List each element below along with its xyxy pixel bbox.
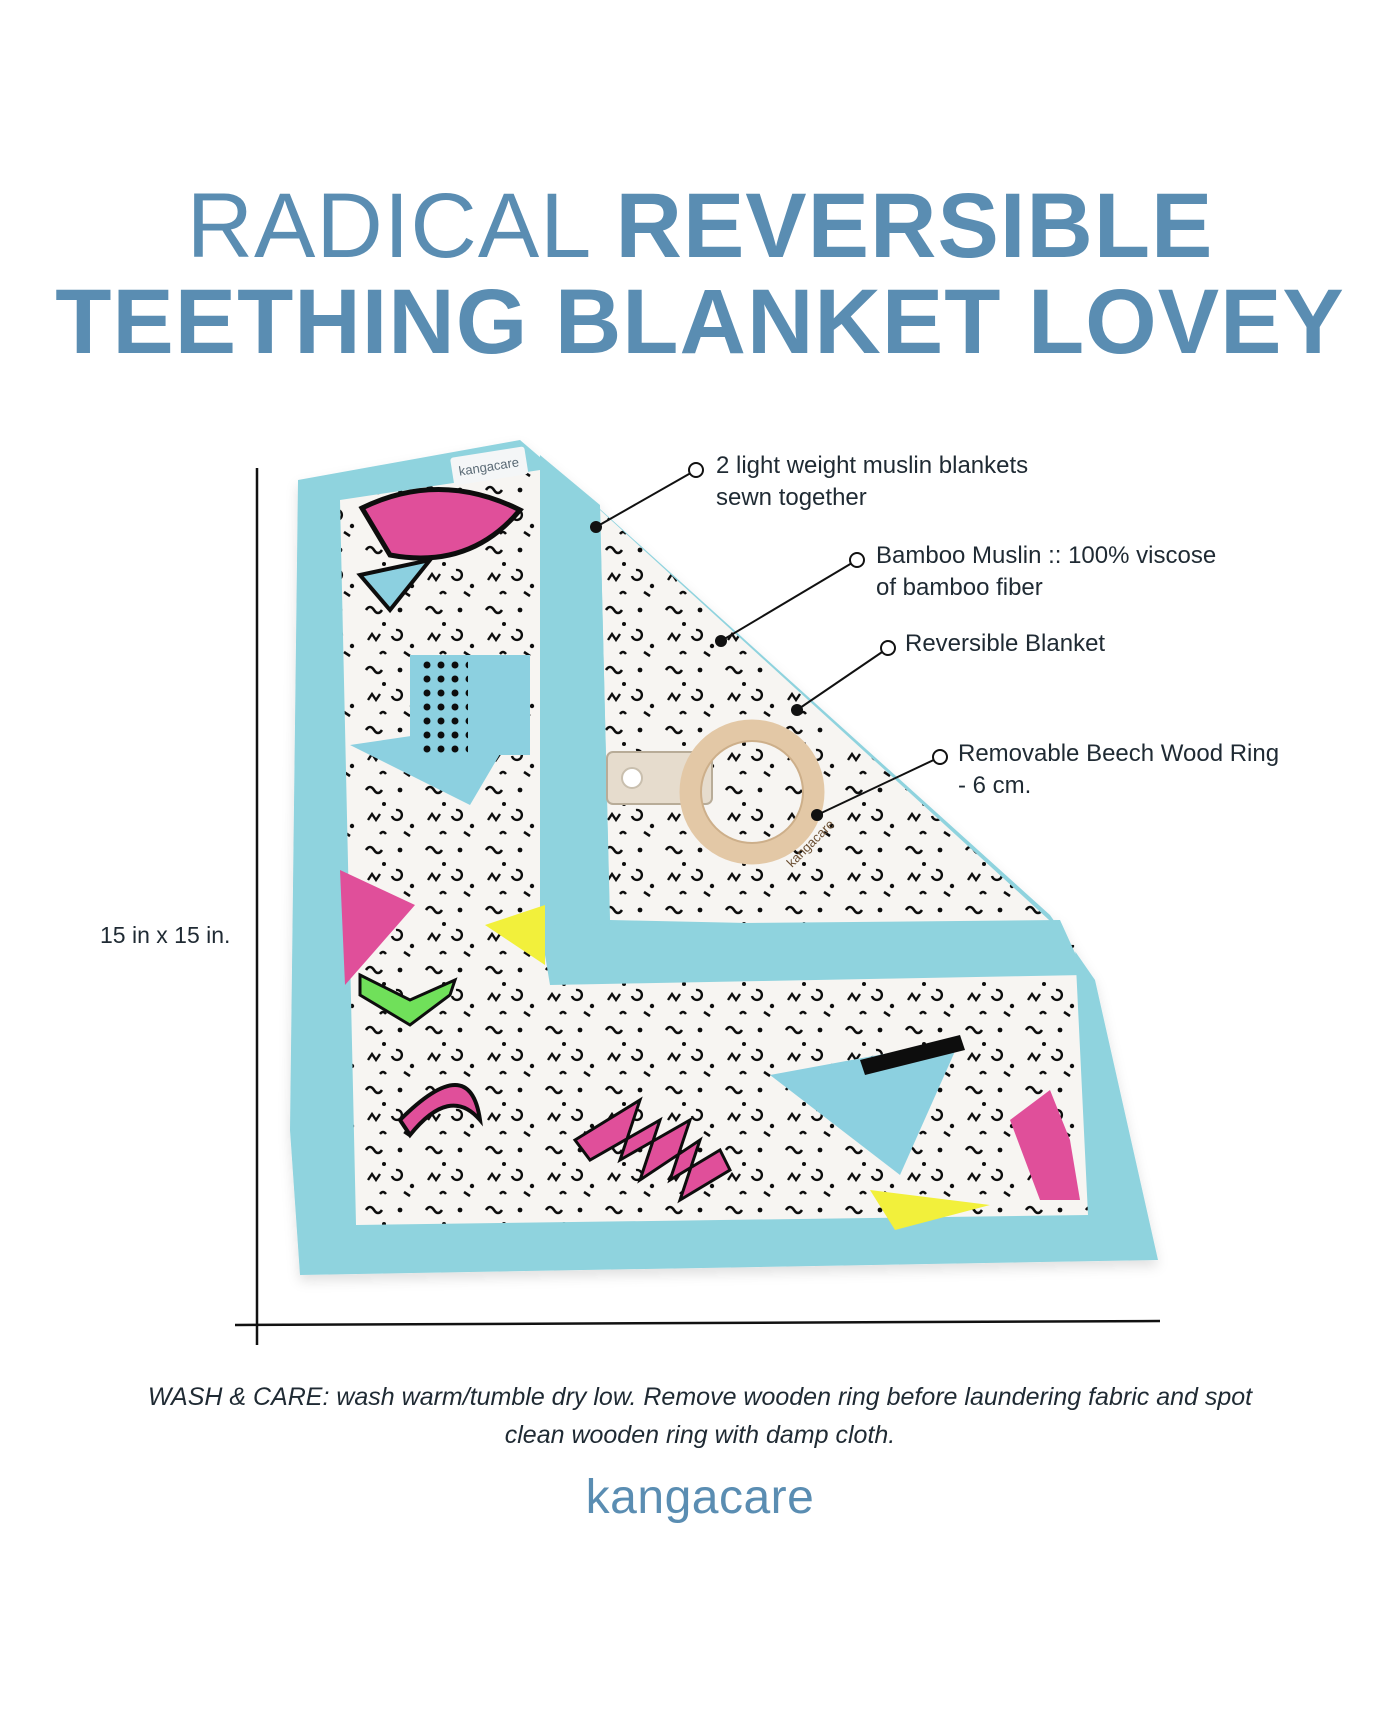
- snap-button: [621, 767, 643, 789]
- dimension-label: 15 in x 15 in.: [100, 922, 231, 948]
- pink-triangle-left: [340, 870, 415, 985]
- title-thin: RADICAL: [186, 175, 589, 277]
- yellow-triangle-left: [485, 905, 545, 965]
- yellow-triangle-bottom: [870, 1190, 990, 1230]
- flap-border-bottom: [540, 920, 1085, 985]
- pink-zigzag: [572, 1096, 732, 1204]
- blue-triangle-right: [770, 1040, 960, 1175]
- callout-two-blankets: 2 light weight muslin blankets sewn toge…: [716, 452, 1029, 511]
- pink-arc: [397, 1083, 483, 1139]
- title-bold: REVERSIBLE: [615, 175, 1214, 277]
- blanket: kangacare kangacare: [290, 440, 1158, 1275]
- green-chevron: [358, 972, 458, 1027]
- brand-tag: kangacare: [450, 446, 529, 486]
- wooden-ring: [679, 719, 825, 865]
- callout-endpoints: [590, 462, 948, 821]
- callout-bamboo-muslin: Bamboo Muslin :: 100% viscose of bamboo …: [876, 542, 1217, 601]
- title-line-2: TEETHING BLANKET LOVEY: [55, 271, 1345, 373]
- pink-semicircle: [358, 487, 524, 561]
- callout-leaders: [595, 469, 941, 816]
- brand-logo: kangacare: [585, 1471, 815, 1524]
- page-title: RADICAL REVERSIBLE TEETHING BLANKET LOVE…: [0, 178, 1400, 370]
- pink-zigzag-right: [1010, 1090, 1080, 1200]
- wooden-ring-inner-shade: [700, 740, 804, 844]
- dot-grid: [418, 660, 468, 755]
- callout-wood-ring: Removable Beech Wood Ring - 6 cm.: [958, 740, 1280, 799]
- wash-care-text: WASH & CARE: wash warm/tumble dry low. R…: [147, 1383, 1253, 1449]
- flap-border-left: [540, 455, 610, 935]
- black-stripe: [860, 1035, 965, 1075]
- blanket-print-flap: [600, 510, 1060, 930]
- title-line-1: RADICAL REVERSIBLE: [0, 178, 1400, 274]
- callout-reversible: Reversible Blanket: [905, 630, 1106, 657]
- horizontal-axis: [234, 1319, 1161, 1327]
- blue-triangle-top: [356, 556, 436, 614]
